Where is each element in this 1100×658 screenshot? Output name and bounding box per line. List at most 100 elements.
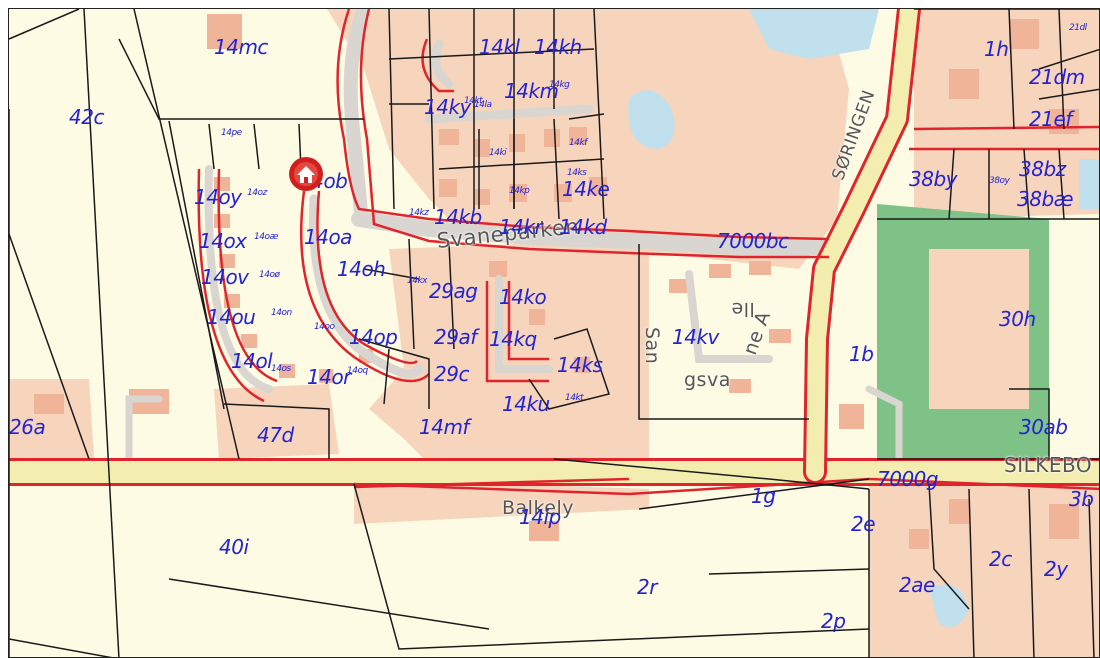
parcel-label: 2e xyxy=(851,512,876,536)
parcel-label: 30ab xyxy=(1019,415,1068,439)
north-inner-street xyxy=(424,104,594,124)
parcel-label: 14kl xyxy=(479,35,520,59)
parcel-label: 14pe xyxy=(221,128,242,138)
north-loop-road xyxy=(343,9,371,221)
major-road-layer xyxy=(9,9,1099,486)
parcel-label: 14kh xyxy=(534,35,582,59)
parcel-label: 14oy xyxy=(194,185,242,209)
parcel-label: 14kf xyxy=(569,138,587,148)
parcel-label: 14op xyxy=(349,325,398,349)
parcel-label: 14oo xyxy=(314,322,335,332)
parcel-label: 14oz xyxy=(247,188,267,198)
parcel-label: 14kb xyxy=(434,205,482,229)
parcel-label: 14ol xyxy=(231,349,273,373)
road-label-sangsvane-2: gsva xyxy=(684,369,731,391)
grass-inner-paving xyxy=(929,249,1029,409)
south-inner-street xyxy=(495,275,553,373)
urban-area-center xyxy=(214,384,339,459)
home-location-marker[interactable] xyxy=(286,154,326,194)
parcel-label: 14oh xyxy=(337,257,386,281)
parcel-label: 14kg xyxy=(549,80,570,90)
parcel-label: 14ov xyxy=(201,265,249,289)
water-southeast xyxy=(929,584,969,627)
parcel-label: 14ki xyxy=(489,148,507,158)
parcel-label: 7000bc xyxy=(717,229,789,253)
parcel-label: 38bz xyxy=(1019,157,1066,181)
parcel-label: 14ip xyxy=(519,505,561,529)
parcel-label: 14kq xyxy=(489,327,537,351)
parcel-label: 14kt xyxy=(565,393,584,403)
urban-area-east xyxy=(914,9,1099,219)
parcel-label: 2c xyxy=(989,547,1012,571)
parcel-label: 38by xyxy=(909,167,957,191)
southwest-driveway xyxy=(125,395,163,473)
parcel-label: 1g xyxy=(751,484,776,508)
parcel-label: 1h xyxy=(984,37,1009,61)
parcel-label: 2y xyxy=(1044,557,1068,581)
parcel-label: 47d xyxy=(257,423,294,447)
parcel-label: 14oq xyxy=(347,366,368,376)
parcel-label: 14kd xyxy=(559,215,607,239)
parcel-label: 21dm xyxy=(1029,65,1085,89)
parcel-label: 1b xyxy=(849,342,874,366)
parcel-label: 14km xyxy=(504,79,559,103)
south-farm-road xyxy=(865,385,903,473)
parcel-label: 14mf xyxy=(419,415,469,439)
urban-area-north xyxy=(327,9,849,269)
parcel-label: 42c xyxy=(69,105,104,129)
parcel-label: 14kp xyxy=(509,186,530,196)
parcel-label: 14ku xyxy=(502,392,550,416)
parcel-label: 21dl xyxy=(1069,23,1087,33)
sangsvane-lane xyxy=(685,270,773,363)
place-label-balkely: Balkely xyxy=(502,497,574,519)
map-canvas xyxy=(9,9,1099,657)
parcel-label: 40i xyxy=(219,535,249,559)
parcel-label: 21ef xyxy=(1029,107,1072,131)
parcel-label: 14mc xyxy=(214,35,268,59)
parcel-label: 2p xyxy=(821,609,846,633)
parcel-label: 14kv xyxy=(672,325,719,349)
water-north xyxy=(749,9,879,59)
parcel-label: 14oa xyxy=(304,225,352,249)
parcel-label: 29af xyxy=(434,325,477,349)
urban-area-bottom xyxy=(354,479,649,524)
parcel-label: 38oy xyxy=(989,176,1010,186)
house-icon xyxy=(289,157,323,191)
soringen-road-fill xyxy=(806,9,918,481)
svaneparken-road xyxy=(351,211,837,255)
parcel-label: 30h xyxy=(999,307,1036,331)
inner-crescent-road xyxy=(309,194,424,378)
parcel-label: 2r xyxy=(637,575,657,599)
parcel-label: 14ks xyxy=(557,353,603,377)
road-label-sangsvane-4: lle xyxy=(731,298,755,320)
parcel-label: 7000g xyxy=(877,467,939,491)
parcel-label: 14oæ xyxy=(254,232,278,242)
urban-area-west xyxy=(9,379,94,459)
parcel-label: 38bæ xyxy=(1017,187,1074,211)
parcel-label: 14kt xyxy=(464,96,483,106)
parcel-label: 26a xyxy=(9,415,46,439)
ring-street-west xyxy=(204,165,273,393)
parcel-label: 14la xyxy=(474,100,492,110)
parcel-boundary-layer xyxy=(9,9,1099,657)
parcel-label: 3b xyxy=(1069,487,1094,511)
water-pond-north xyxy=(628,90,675,149)
parcel-label: 14kx xyxy=(407,276,428,286)
parcel-label: 14ko xyxy=(499,285,547,309)
parcel-label: 14ox xyxy=(199,229,247,253)
parcel-label: 14oø xyxy=(259,270,280,280)
parcel-label: 14kr xyxy=(499,215,543,239)
road-label-sangsvane-1: San xyxy=(641,327,663,365)
road-label-silkeborg: SILKEBO xyxy=(1004,453,1093,477)
parcel-label: 29ag xyxy=(429,279,478,303)
parcel-label: 14os xyxy=(271,364,291,374)
water-east xyxy=(1079,159,1099,209)
parcel-label: 14ky xyxy=(424,95,471,119)
cadastral-map[interactable]: Svaneparken SØRINGEN SILKEBO Balkely San… xyxy=(8,8,1100,658)
parcel-label: 29c xyxy=(434,362,469,386)
parcel-label: 14ou xyxy=(207,305,256,329)
parcel-label: 2ae xyxy=(899,573,935,597)
urban-area-southeast xyxy=(869,474,1099,657)
cul-de-sac xyxy=(431,39,454,89)
parcel-label: 14on xyxy=(271,308,292,318)
